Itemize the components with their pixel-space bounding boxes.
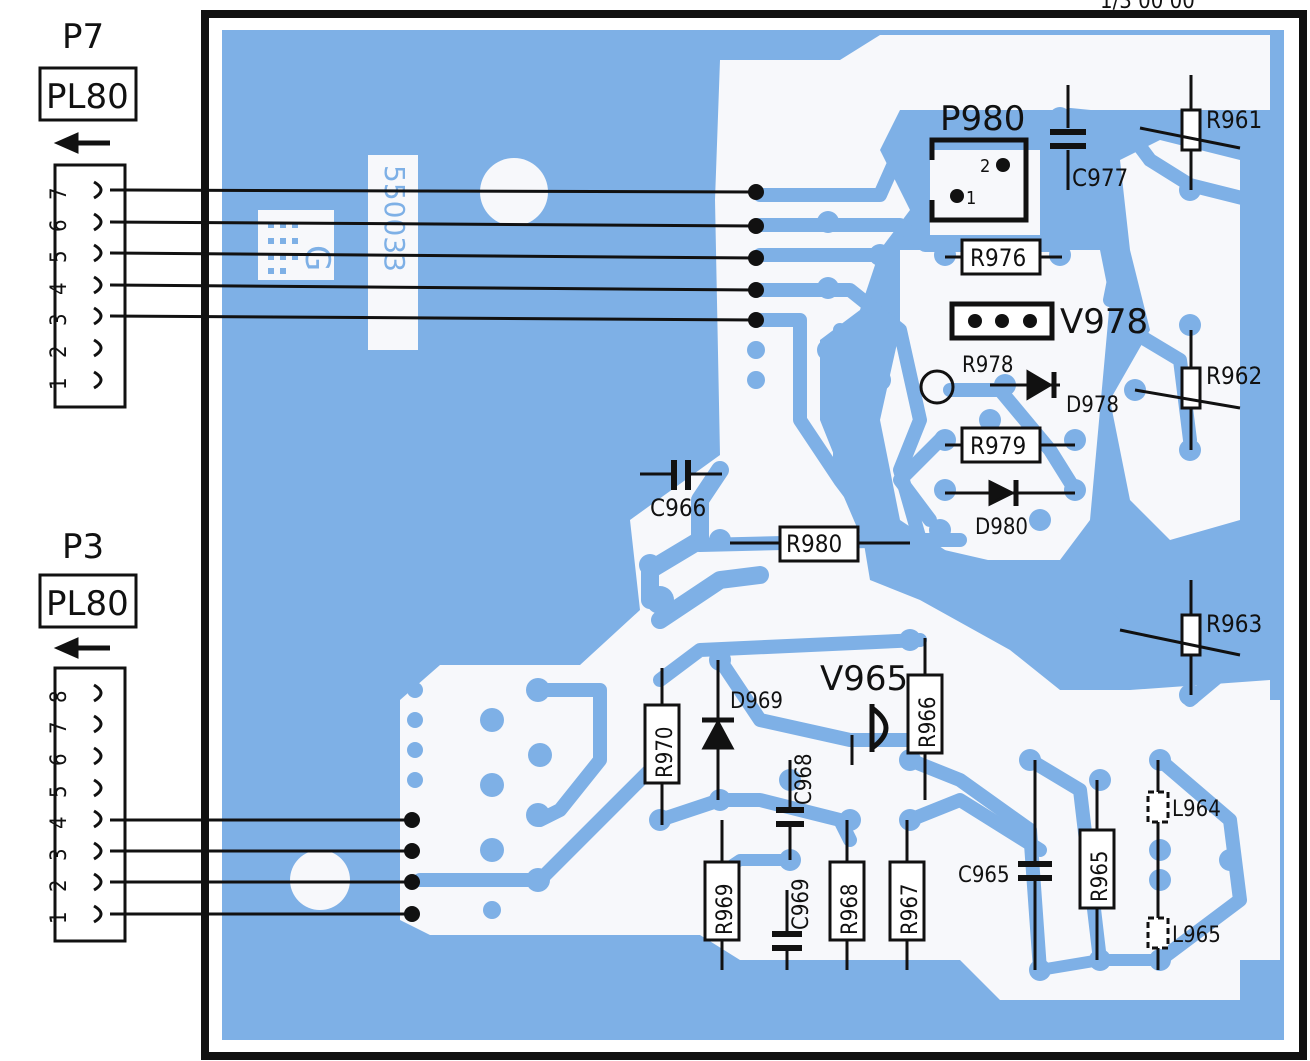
p7-pin-4: 4 [47,282,72,295]
p3-pin-1: 1 [47,911,72,924]
p7-pin-6: 6 [47,219,72,232]
label-d978: D978 [1066,393,1119,418]
p3-pin-7: 7 [47,721,72,734]
p7-pin-1: 1 [47,377,72,390]
connector-p3-contacts [93,683,103,924]
p3-pin-3: 3 [47,848,72,861]
component-symbols [640,75,1241,970]
label-r979: R979 [970,432,1026,460]
connector-p7-type-box [38,66,138,122]
label-r965: R965 [1088,850,1113,902]
connector-p7-type: PL80 [46,77,129,117]
label-c966: C966 [650,494,706,522]
p980-pin-dots [950,158,1037,328]
label-r961: R961 [1206,106,1262,134]
connector-p7-pins: 1 2 3 4 5 6 7 [47,187,72,390]
p3-wires [110,818,412,916]
label-d980: D980 [975,515,1028,540]
label-r969: R969 [713,883,738,935]
p980-outline [929,137,1029,223]
label-l965: L965 [1172,923,1221,948]
label-r976: R976 [970,244,1026,272]
p3-pin-4: 4 [47,816,72,829]
label-p980-pin2: 2 [980,156,990,177]
arrow-left-icon [53,132,110,154]
label-c968: C968 [792,753,817,805]
p3-wire-dots [404,812,420,922]
p3-pin-5: 5 [47,785,72,798]
connector-p3-type-box [38,573,138,629]
label-r966: R966 [916,696,941,748]
p7-pin-3: 3 [47,313,72,326]
label-c969: C969 [789,878,814,930]
component-labels: P980 2 1 C977 R961 R976 V978 R978 D978 R… [650,99,1262,948]
p3-pin-8: 8 [47,690,72,703]
p7-pin-2: 2 [47,345,72,358]
label-l964: L964 [1172,797,1221,822]
connector-p3: P3 PL80 1 2 3 4 5 6 7 8 [38,527,420,943]
pcb-board: 550033 G [201,10,1307,1060]
silk-code: G [297,245,337,271]
label-r968: R968 [838,883,863,935]
label-r970: R970 [653,726,678,778]
connector-p7: P7 PL80 1 2 3 4 5 6 7 [38,17,764,409]
silk-code-dots [268,222,298,274]
connector-p3-type: PL80 [46,584,129,624]
label-v965: V965 [820,659,908,699]
connector-p3-ref: P3 [62,527,104,567]
label-p980: P980 [940,99,1025,139]
label-c965: C965 [958,863,1010,888]
label-p980-pin1: 1 [966,188,976,209]
p7-wires [109,188,757,322]
label-r962: R962 [1206,362,1262,390]
p7-pin-7: 7 [47,187,72,200]
connector-p7-ref: P7 [62,17,104,57]
label-r963: R963 [1206,610,1262,638]
label-r980: R980 [786,530,842,558]
connector-p3-pins: 1 2 3 4 5 6 7 8 [47,690,72,924]
p3-pin-6: 6 [47,753,72,766]
arrow-left-icon [53,637,110,659]
p3-pin-2: 2 [47,879,72,892]
connector-p7-contacts [93,180,103,390]
label-d969: D969 [730,689,783,714]
connector-p3-body [53,666,127,943]
label-r967: R967 [898,883,923,935]
label-c977: C977 [1072,164,1128,192]
p7-pin-5: 5 [47,250,72,263]
p7-wire-dots [748,184,764,328]
label-v978: V978 [1060,302,1148,342]
label-r978: R978 [962,353,1014,378]
